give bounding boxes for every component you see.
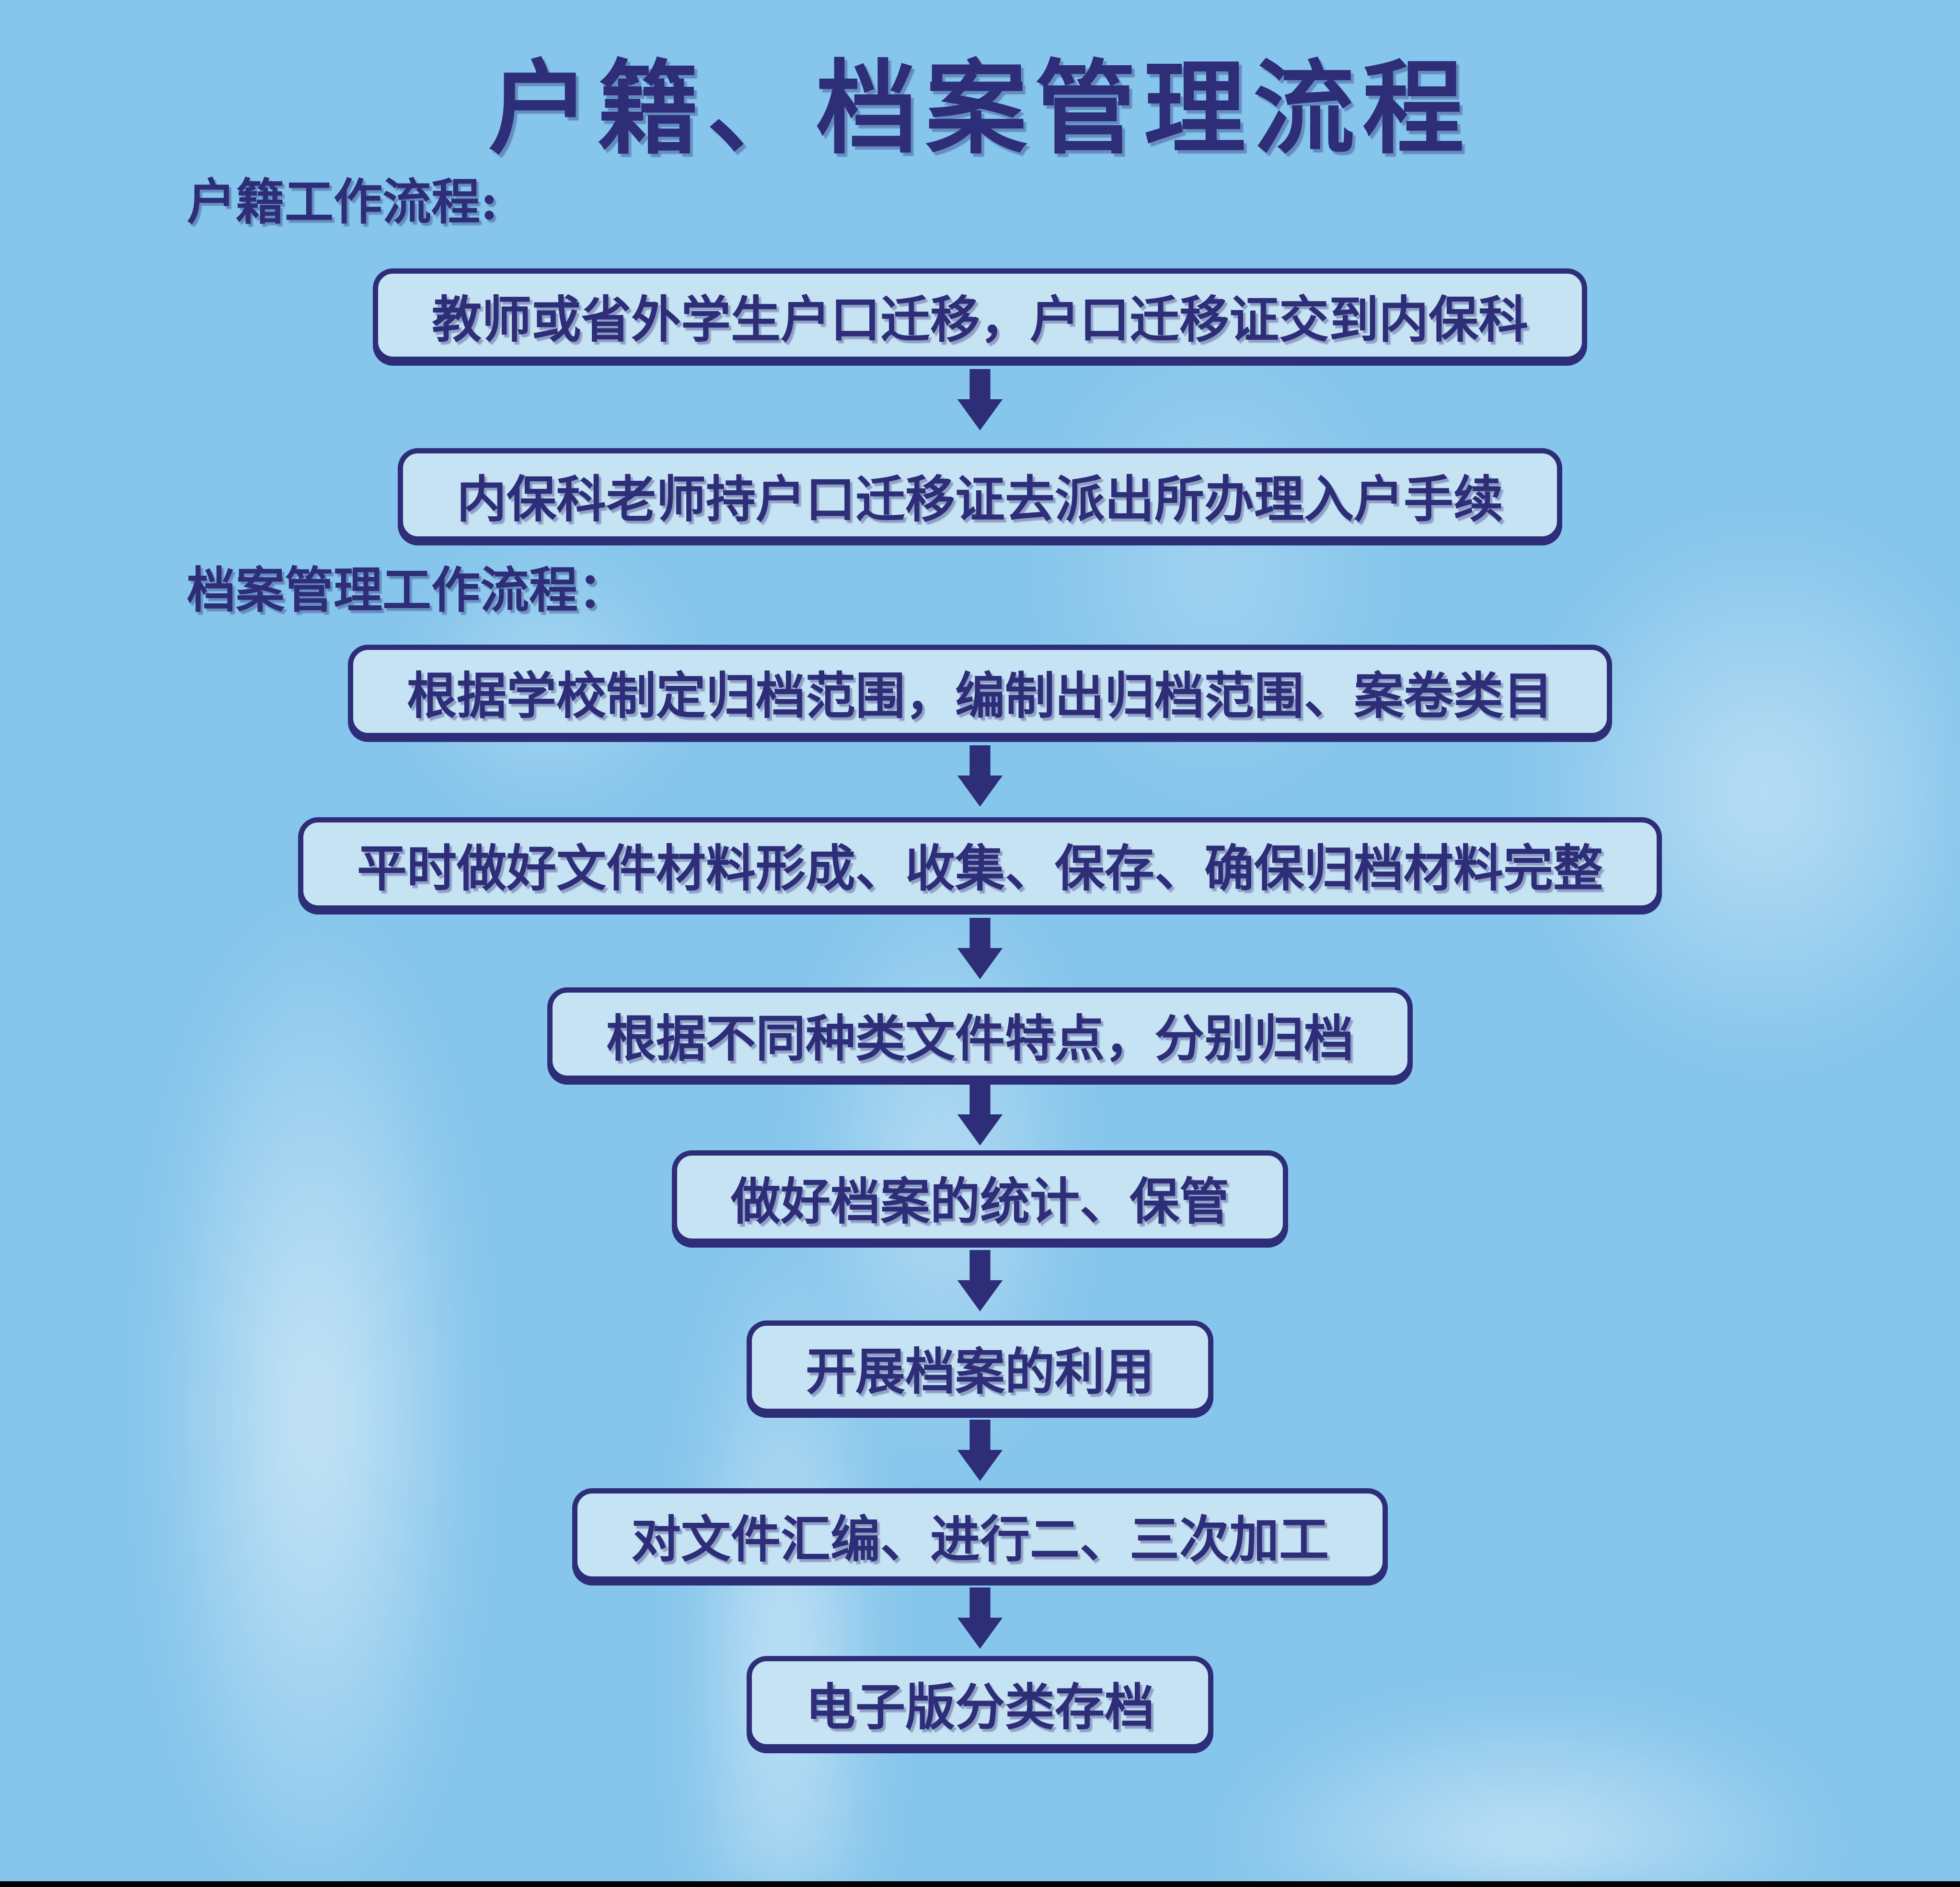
flow-box-household-1: 教师或省外学生户口迁移，户口迁移证交到内保科 xyxy=(372,268,1588,362)
flow-box-text: 电子版分类存档 xyxy=(805,1678,1155,1737)
flow-box-text: 教师或省外学生户口迁移，户口迁移证交到内保科 xyxy=(431,290,1529,349)
flow-box-text: 内保科老师持户口迁移证去派出所办理入户手续 xyxy=(456,470,1504,529)
flow-box-text: 平时做好文件材料形成、收集、保存、确保归档材料完整 xyxy=(357,839,1603,898)
flow-box-archive-6: 对文件汇编、进行二、三次加工 xyxy=(572,1488,1388,1582)
flow-box-archive-7: 电子版分类存档 xyxy=(746,1656,1214,1749)
down-arrow-icon xyxy=(957,1084,1003,1146)
flow-box-text: 开展档案的利用 xyxy=(805,1342,1155,1401)
down-arrow-icon xyxy=(957,745,1003,807)
down-arrow-icon xyxy=(957,1420,1003,1481)
down-arrow-icon xyxy=(957,1250,1003,1311)
bottom-edge-bar xyxy=(0,1881,1960,1887)
flow-box-archive-3: 根据不同种类文件特点，分别归档 xyxy=(547,987,1413,1081)
down-arrow-icon xyxy=(957,918,1003,979)
down-arrow-icon xyxy=(957,369,1003,430)
flow-box-text: 根据不同种类文件特点，分别归档 xyxy=(606,1009,1354,1068)
section-label-archive-management: 档案管理工作流程： xyxy=(187,562,627,619)
page-title: 户籍、档案管理流程 xyxy=(488,48,1472,168)
flow-box-household-2: 内保科老师持户口迁移证去派出所办理入户手续 xyxy=(397,448,1563,542)
flow-box-archive-1: 根据学校制定归档范围，编制出归档范围、案卷类目 xyxy=(347,645,1613,738)
down-arrow-icon xyxy=(957,1587,1003,1649)
flow-box-text: 对文件汇编、进行二、三次加工 xyxy=(631,1510,1329,1569)
flow-box-archive-5: 开展档案的利用 xyxy=(746,1320,1214,1414)
section-label-household-registration: 户籍工作流程: xyxy=(187,174,498,231)
flow-box-text: 做好档案的统计、保管 xyxy=(730,1172,1230,1231)
flow-box-text: 根据学校制定归档范围，编制出归档范围、案卷类目 xyxy=(406,666,1554,725)
flow-box-archive-2: 平时做好文件材料形成、收集、保存、确保归档材料完整 xyxy=(298,817,1662,911)
flow-box-archive-4: 做好档案的统计、保管 xyxy=(671,1150,1289,1244)
